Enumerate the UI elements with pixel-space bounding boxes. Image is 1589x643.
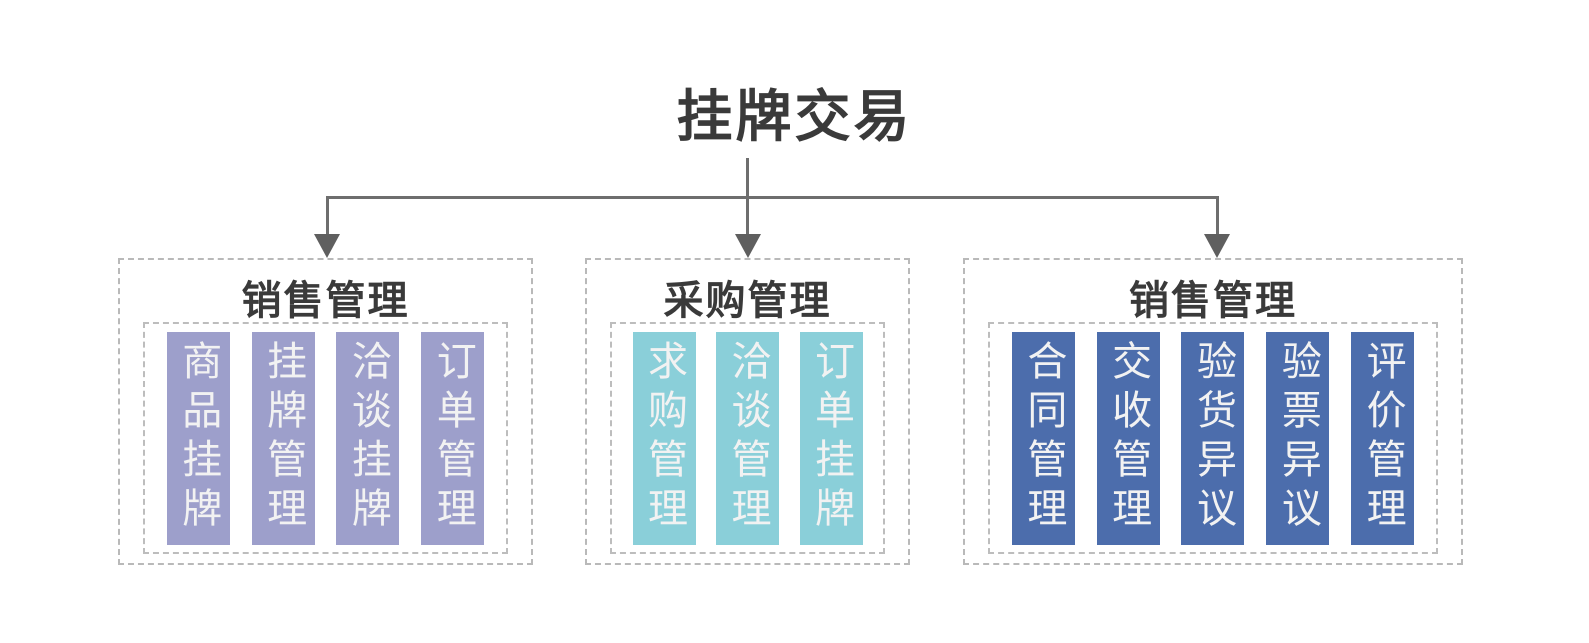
pill-item: 求购管理 bbox=[632, 331, 696, 545]
group-items-container: 求购管理 洽谈管理 订单挂牌 bbox=[610, 322, 885, 554]
pill-item-label: 求购管理 bbox=[642, 340, 686, 536]
pill-item-label: 洽谈挂牌 bbox=[345, 340, 390, 536]
pill-item: 验货异议 bbox=[1181, 331, 1245, 545]
pill-item: 验票异议 bbox=[1266, 331, 1330, 545]
group-procurement-management: 采购管理 求购管理 洽谈管理 订单挂牌 bbox=[585, 258, 910, 565]
pill-item: 商品挂牌 bbox=[166, 331, 230, 545]
pill-item: 订单管理 bbox=[421, 331, 485, 545]
pill-item: 订单挂牌 bbox=[799, 331, 863, 545]
group-items-container: 合同管理 交收管理 验货异议 验票异议 评价管理 bbox=[988, 322, 1438, 554]
connector-horizontal bbox=[326, 196, 1219, 199]
arrow-down-icon bbox=[1204, 234, 1230, 258]
arrow-down-icon bbox=[735, 234, 761, 258]
pill-item: 洽谈管理 bbox=[716, 331, 779, 545]
pill-item: 交收管理 bbox=[1096, 331, 1160, 545]
pill-item: 评价管理 bbox=[1351, 331, 1415, 545]
group-title: 销售管理 bbox=[1129, 279, 1297, 323]
group-title: 销售管理 bbox=[241, 279, 410, 323]
connector-stem-right bbox=[1216, 197, 1219, 236]
pill-item-label: 订单管理 bbox=[430, 340, 475, 536]
group-sales-management: 销售管理 商品挂牌 挂牌管理 洽谈挂牌 订单管理 bbox=[118, 258, 533, 565]
arrow-down-icon bbox=[314, 234, 340, 258]
diagram-title: 挂牌交易 bbox=[676, 85, 913, 148]
pill-item: 洽谈挂牌 bbox=[336, 331, 400, 545]
pill-item-label: 商品挂牌 bbox=[176, 340, 221, 536]
connector-stem-left bbox=[326, 197, 329, 236]
group-items-container: 商品挂牌 挂牌管理 洽谈挂牌 订单管理 bbox=[143, 322, 508, 554]
pill-item-label: 洽谈管理 bbox=[725, 340, 770, 536]
pill-item-label: 交收管理 bbox=[1106, 340, 1151, 536]
group-title: 采购管理 bbox=[663, 279, 832, 323]
pill-item-label: 挂牌管理 bbox=[261, 340, 306, 536]
pill-item-label: 验货异议 bbox=[1190, 340, 1235, 536]
pill-item-label: 验票异议 bbox=[1275, 340, 1320, 536]
group-sales-management-2: 销售管理 合同管理 交收管理 验货异议 验票异议 评价管理 bbox=[963, 258, 1463, 565]
pill-item: 合同管理 bbox=[1011, 331, 1075, 545]
pill-item-label: 合同管理 bbox=[1021, 340, 1066, 536]
pill-item-label: 评价管理 bbox=[1360, 340, 1405, 536]
pill-item-label: 订单挂牌 bbox=[809, 340, 853, 536]
pill-item: 挂牌管理 bbox=[251, 331, 315, 545]
